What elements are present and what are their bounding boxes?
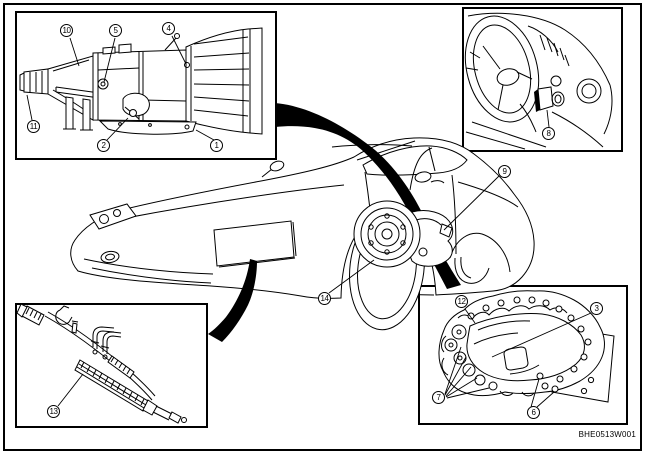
leader-12 <box>464 308 476 324</box>
flow-arrow-upper <box>275 103 461 289</box>
leader-1 <box>195 129 215 141</box>
case-sensor <box>97 78 109 90</box>
leader-6 <box>530 378 540 408</box>
leader-9 <box>443 175 500 231</box>
figure-code: BHE0513W001 <box>578 430 636 439</box>
dash-vent <box>576 78 602 104</box>
valve-body-illustration <box>438 290 615 403</box>
inset-valve-body-view <box>418 285 628 425</box>
callout-9: 9 <box>498 165 511 178</box>
shift-linkage <box>122 92 150 117</box>
callout-5: 5 <box>109 24 122 37</box>
valve-body-opening <box>503 346 529 371</box>
leader-2 <box>106 117 129 141</box>
flow-arrows <box>208 103 461 342</box>
rear-wheel <box>454 257 490 284</box>
leader-7 <box>444 346 462 395</box>
harness-bracket <box>439 223 453 238</box>
leader-11 <box>26 94 33 121</box>
key-cylinder <box>551 91 565 107</box>
leader-8 <box>546 109 550 128</box>
bolt <box>551 385 559 393</box>
callout-4: 4 <box>162 22 175 35</box>
callout-6: 6 <box>527 406 540 419</box>
callout-11: 11 <box>27 120 40 133</box>
callout-1: 1 <box>210 139 223 152</box>
callout-8: 8 <box>542 127 555 140</box>
callout-2: 2 <box>97 139 110 152</box>
cooler-pipes <box>92 326 115 347</box>
callout-14: 14 <box>318 292 331 305</box>
rear-wheel-arch <box>449 232 511 273</box>
license-plate <box>213 220 295 267</box>
leader-7 <box>444 356 467 396</box>
callout-7: 7 <box>432 391 445 404</box>
leader-10 <box>69 37 80 67</box>
inset-steering-column-view <box>462 7 623 152</box>
inset-transmission-view <box>15 11 277 160</box>
leader-5 <box>103 37 116 83</box>
valve-body <box>438 290 605 396</box>
leader-4 <box>171 35 187 65</box>
transmission-illustration <box>19 27 263 135</box>
side-glass <box>362 145 468 176</box>
leader-7 <box>445 366 472 397</box>
steering-column-illustration <box>464 12 613 150</box>
right-mirror <box>414 171 432 183</box>
oil-pan <box>98 120 197 135</box>
steering-wheel <box>464 15 540 123</box>
inset-oil-cooler-view <box>15 303 208 428</box>
pipe-bracket <box>55 309 73 325</box>
leader-3 <box>491 312 592 358</box>
callout-10: 10 <box>60 24 73 37</box>
left-mirror <box>269 160 285 172</box>
figure-border <box>3 3 642 451</box>
leader-6 <box>536 391 555 408</box>
callout-3: 3 <box>590 302 603 315</box>
front-cutaway <box>349 200 454 331</box>
oil-cooler-illustration <box>16 303 187 424</box>
leader-7 <box>445 377 478 398</box>
leader-7 <box>446 387 490 399</box>
callout-13: 13 <box>47 405 60 418</box>
car-illustration <box>70 137 535 299</box>
callout-12: 12 <box>455 295 468 308</box>
leader-lines <box>26 35 592 408</box>
leader-14 <box>328 259 375 294</box>
bolt <box>536 372 544 380</box>
fog-lamp <box>100 250 120 264</box>
flow-arrow-lower <box>208 259 257 342</box>
leader-13 <box>57 373 84 407</box>
